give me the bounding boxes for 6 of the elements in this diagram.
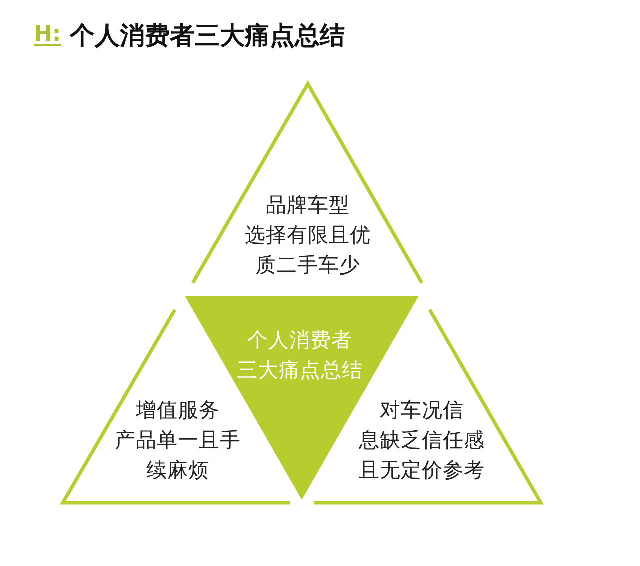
summary-text: 个人消费者三大痛点总结: [236, 327, 364, 384]
pain-point-text: 对车况信息缺乏信任感且无定价参考: [358, 397, 486, 484]
section-marker: H:: [34, 24, 62, 46]
pain-point-text: 品牌车型选择有限且优质二手车少: [244, 192, 372, 279]
title: 个人消费者三大痛点总结: [70, 23, 345, 48]
pain-point-text: 增值服务产品单一且手续麻烦: [114, 397, 242, 484]
